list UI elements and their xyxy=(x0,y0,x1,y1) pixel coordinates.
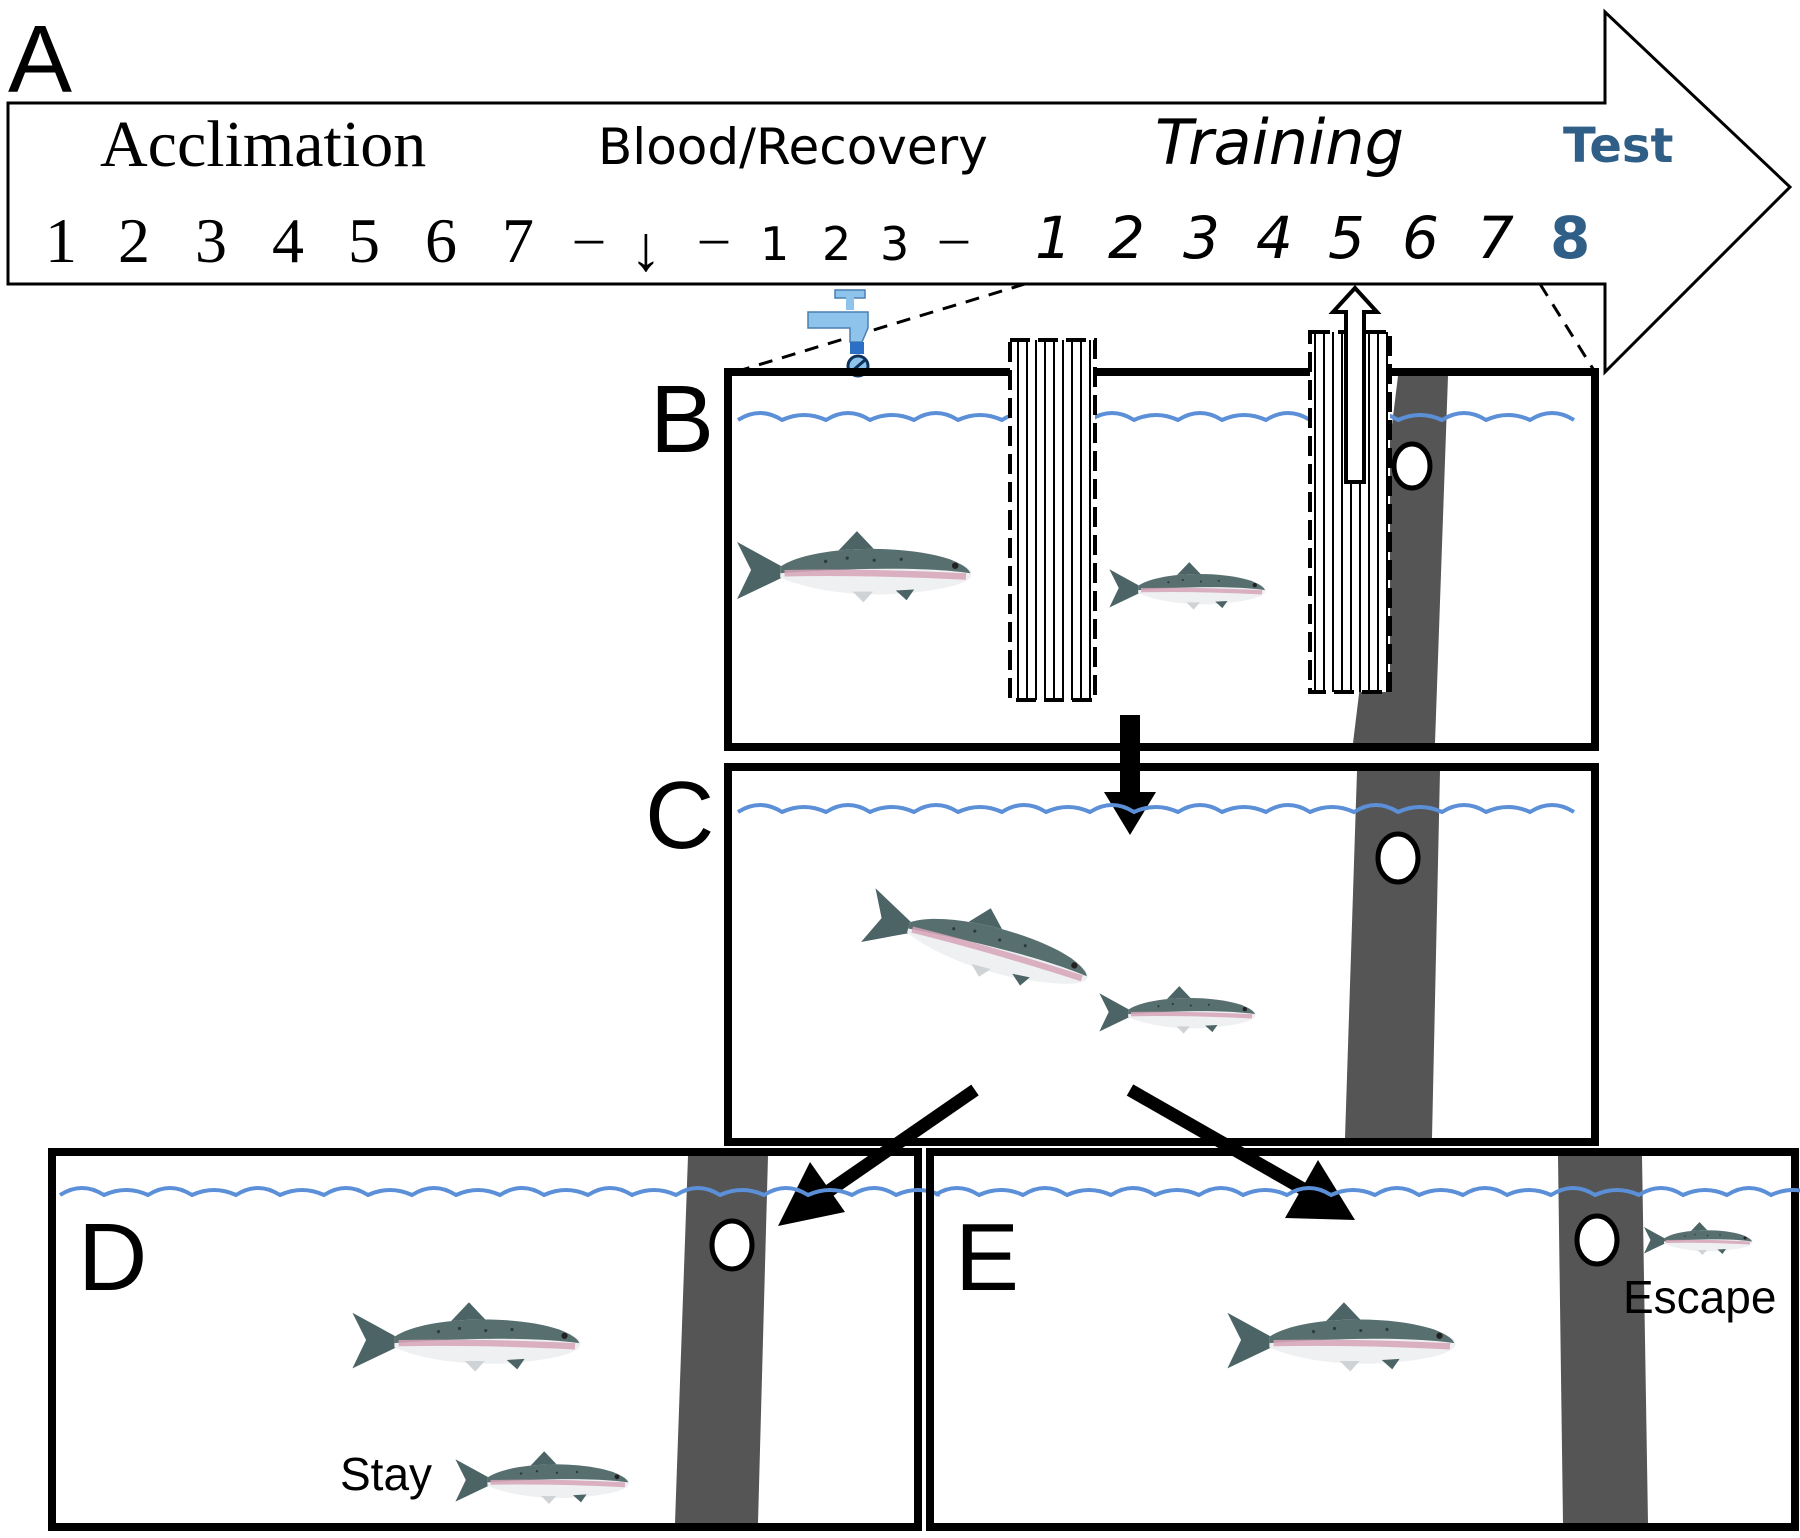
acclimation-days: 1 2 3 4 5 6 7 xyxy=(45,205,534,276)
escape-hole-e xyxy=(1574,1213,1620,1267)
tank-b xyxy=(724,368,1599,751)
test-day: 8 xyxy=(1550,204,1590,272)
escape-hole-b xyxy=(1391,441,1433,491)
escape-lane-e xyxy=(1558,1156,1648,1523)
training-day-4: 4 xyxy=(1256,204,1293,272)
small-trout-c xyxy=(1099,986,1255,1034)
small-trout-d xyxy=(455,1451,629,1504)
small-trout-b xyxy=(1109,562,1265,610)
water-surface-d xyxy=(58,1186,941,1198)
training-day-2: 2 xyxy=(1108,204,1145,272)
acclimation-day-7: 7 xyxy=(502,205,534,276)
large-trout-d xyxy=(352,1302,580,1371)
phase-training: Training xyxy=(1155,106,1404,179)
faucet-icon xyxy=(807,289,870,378)
panel-label-d: D xyxy=(78,1204,147,1311)
water-surface-e xyxy=(933,1186,1800,1198)
outcome-escape: Escape xyxy=(1623,1271,1776,1323)
water-surface-b xyxy=(736,411,1576,423)
phase-acclimation: Acclimation xyxy=(100,108,426,181)
tank-c xyxy=(724,763,1599,1146)
blood-sample-marker: ↓ xyxy=(630,213,662,284)
panel-label-a: A xyxy=(8,6,72,113)
panel-label-e: E xyxy=(955,1204,1019,1311)
phase-blood-recovery: Blood/Recovery xyxy=(598,118,988,176)
divider-screen-1 xyxy=(1008,338,1097,702)
acclimation-day-1: 1 xyxy=(45,205,77,276)
recovery-days: 1 2 3 xyxy=(760,217,909,271)
recovery-day-1: 1 xyxy=(760,217,789,271)
phase-test: Test xyxy=(1563,118,1673,174)
timeline-arrow xyxy=(6,8,1793,376)
tank-e xyxy=(926,1148,1799,1531)
panel-label-b: B xyxy=(650,366,714,473)
acclimation-day-5: 5 xyxy=(348,205,380,276)
training-day-6: 6 xyxy=(1402,204,1439,272)
acclimation-day-2: 2 xyxy=(118,205,150,276)
separator-1: – xyxy=(574,206,604,268)
small-trout-escaped-e xyxy=(1642,1220,1755,1257)
large-trout-c xyxy=(860,878,1098,1004)
zoom-line-left xyxy=(734,282,1026,374)
escape-hole-c xyxy=(1375,831,1421,885)
training-day-7: 7 xyxy=(1477,204,1514,272)
training-days: 1 2 3 4 5 6 7 xyxy=(1035,204,1514,272)
training-day-3: 3 xyxy=(1183,204,1220,272)
water-surface-c xyxy=(736,803,1576,815)
separator-3: – xyxy=(939,206,969,268)
training-day-1: 1 xyxy=(1035,204,1072,272)
escape-lane-d xyxy=(675,1156,768,1523)
escape-lane-c xyxy=(1345,771,1440,1138)
arrow-c-to-e-shaft xyxy=(1126,1084,1309,1196)
panel-label-c: C xyxy=(645,762,714,869)
acclimation-day-3: 3 xyxy=(195,205,227,276)
escape-hole-d xyxy=(709,1218,755,1272)
arrow-b-to-c xyxy=(1104,715,1156,835)
training-day-5: 5 xyxy=(1328,204,1365,272)
arrow-c-to-d-shaft xyxy=(819,1084,979,1201)
acclimation-day-4: 4 xyxy=(272,205,304,276)
large-trout-b xyxy=(737,531,972,602)
separator-2: – xyxy=(699,206,729,268)
lift-screen-arrow xyxy=(1328,285,1382,484)
acclimation-day-6: 6 xyxy=(425,205,457,276)
tank-d xyxy=(48,1148,922,1531)
zoom-line-right xyxy=(1538,283,1597,373)
recovery-day-2: 2 xyxy=(822,217,851,271)
recovery-day-3: 3 xyxy=(880,217,909,271)
large-trout-e xyxy=(1227,1302,1455,1371)
outcome-stay: Stay xyxy=(340,1448,432,1500)
